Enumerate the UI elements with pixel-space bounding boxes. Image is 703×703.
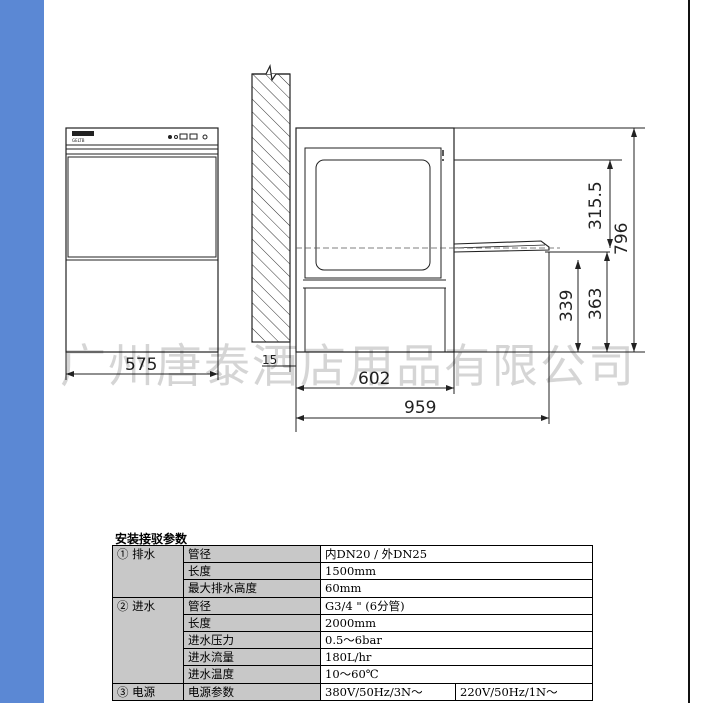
row-label: 电源参数 [183,682,321,701]
row-label: 进水温度 [183,665,321,684]
connection-parameters-table: ① 排水 管径 内DN20 / 外DN25 长度 1500mm 最大排水高度 6… [112,544,593,701]
brand-logo [72,131,94,136]
row-label: 管径 [183,544,321,564]
row-value: 10～60℃ [320,665,593,684]
watermark-text: 广州唐泰酒店用品有限公司 [60,339,636,393]
dimension-363: 363 [586,252,610,352]
group-drain: ① 排水 [112,545,184,598]
row-value: 60mm [320,579,593,598]
table-row: 长度 2000mm [113,613,593,632]
table-title: 安装接驳参数 [115,532,188,546]
row-label: 长度 [183,613,321,632]
row-value: 180L/hr [320,648,593,667]
dim-15-label: 15 [262,353,277,367]
dimension-575: 575 [65,352,219,380]
row-label: 管径 [183,596,321,615]
group-water-inlet: ② 进水 [112,596,184,684]
right-border-line [688,0,690,703]
table-row: ③ 电源 电源参数 380V/50Hz/3N～ 220V/50Hz/1N～ [112,682,593,701]
dimension-959: 959 [296,252,550,424]
table-row: ① 排水 管径 内DN20 / 外DN25 [112,544,593,598]
dim-602-label: 602 [358,369,390,389]
row-value: 1500mm [320,562,593,581]
table-row: 进水温度 10～60℃ [113,665,593,684]
left-margin-band [0,0,44,703]
dim-315-5-label: 315.5 [586,181,606,230]
table-row: 最大排水高度 60mm [113,579,593,598]
group-power: ③ 电源 [112,682,184,701]
table-row: 长度 1500mm [113,562,593,581]
row-value: 内DN20 / 外DN25 [320,544,593,564]
table-row: ② 进水 管径 G3/4 " (6分管) [112,596,593,684]
table-row: 进水流量 180L/hr [113,648,593,667]
row-value: 2000mm [320,613,593,632]
wall [251,64,291,343]
dimension-796: 796 [612,128,637,352]
row-value: 0.5～6bar [320,630,593,650]
front-view: GELTB [65,127,219,353]
dim-796-label: 796 [612,223,632,255]
row-value: G3/4 " (6分管) [320,596,593,615]
dim-339-label: 339 [557,290,577,322]
dimension-602: 602 [296,352,455,394]
table-row: 进水压力 0.5～6bar [113,630,593,650]
row-value-alt: 220V/50Hz/1N～ [455,682,593,701]
dim-575-label: 575 [125,355,157,375]
row-label: 进水流量 [183,648,321,667]
dim-363-label: 363 [586,288,606,320]
row-label: 长度 [183,562,321,581]
row-value: 380V/50Hz/3N～ [320,682,456,701]
dimension-15: 15 [262,342,297,432]
dimension-315-5: 315.5 [586,160,613,248]
logo-text: GELTB [72,138,85,143]
row-label: 最大排水高度 [183,579,321,598]
row-label: 进水压力 [183,630,321,650]
dim-959-label: 959 [404,398,436,418]
side-view [295,127,560,353]
dimension-339: 339 [557,260,581,352]
